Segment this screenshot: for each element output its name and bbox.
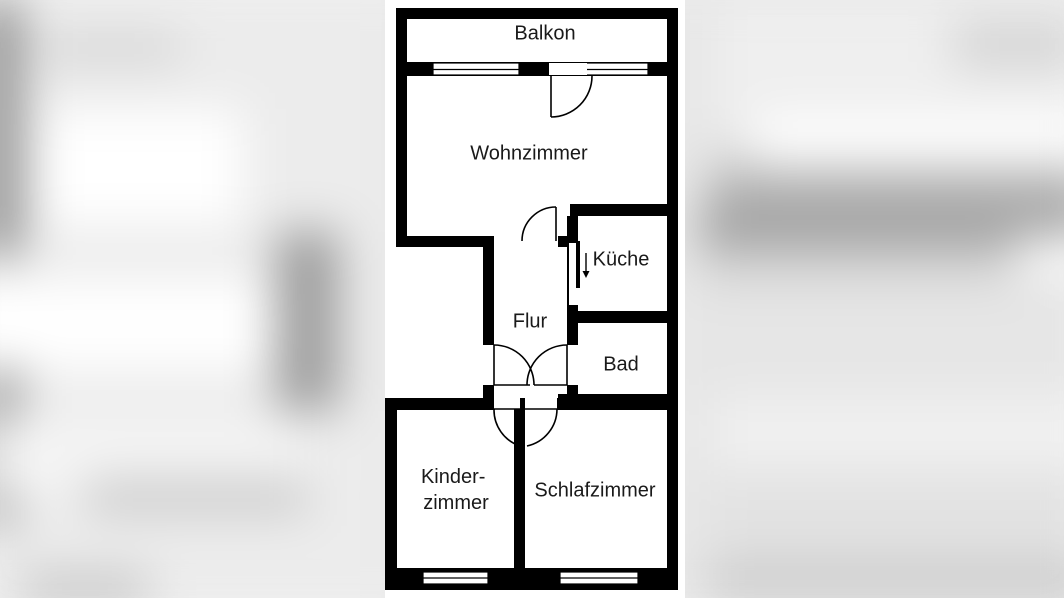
room-label-bad: Bad bbox=[603, 353, 639, 375]
background-block bbox=[752, 117, 1064, 178]
background-block bbox=[953, 24, 1064, 67]
room-label-wohnzimmer: Wohnzimmer bbox=[470, 142, 588, 164]
wall-balkon-right bbox=[667, 8, 678, 70]
door-flur-south-right[interactable] bbox=[525, 398, 558, 447]
background-block bbox=[0, 278, 318, 371]
opening-balkon-door bbox=[549, 63, 587, 75]
background-block bbox=[731, 480, 1064, 544]
wall-flur-stub-right bbox=[557, 398, 569, 410]
door-flur-to-bad[interactable] bbox=[526, 344, 578, 386]
plan-room-labels: Balkon Wohnzimmer Küche Flur Bad Kinder-… bbox=[421, 22, 656, 514]
background-block bbox=[710, 167, 1064, 210]
room-label-kueche: Küche bbox=[593, 248, 650, 270]
room-label-flur: Flur bbox=[513, 310, 548, 332]
wall-flur-left-lower bbox=[483, 384, 494, 406]
window-schlafzimmer bbox=[559, 571, 639, 585]
background-block bbox=[0, 1, 22, 256]
room-label-kinderzimmer: Kinder- zimmer bbox=[421, 466, 491, 514]
wall-south-block-top-right bbox=[567, 398, 678, 410]
door-flur-to-kinderzimmer[interactable] bbox=[483, 344, 535, 386]
window-balkon-left bbox=[432, 62, 520, 76]
wall-flur-left bbox=[483, 247, 494, 345]
background-block bbox=[699, 247, 1018, 284]
background-block bbox=[42, 37, 181, 61]
plan-doors bbox=[483, 75, 593, 447]
plan-paper bbox=[385, 0, 685, 598]
wall-wohnzimmer-bottom bbox=[396, 236, 494, 247]
room-label-kinderzimmer-line2: zimmer bbox=[423, 492, 489, 514]
background-block bbox=[21, 575, 149, 598]
wall-south-block-left bbox=[385, 398, 397, 590]
room-label-balkon: Balkon bbox=[514, 22, 575, 44]
background-block bbox=[699, 300, 1064, 385]
wall-balkon-top bbox=[396, 8, 678, 19]
wall-south-block-top-left bbox=[385, 398, 494, 410]
wall-south-block-right bbox=[667, 398, 678, 590]
background-block bbox=[1017, 236, 1064, 273]
window-balkon-right bbox=[585, 62, 649, 76]
wall-flur-right-lower bbox=[567, 384, 578, 406]
background-block bbox=[710, 559, 1064, 598]
wall-kueche-top bbox=[570, 204, 678, 216]
room-label-schlafzimmer: Schlafzimmer bbox=[534, 479, 655, 501]
wall-bad-right bbox=[667, 311, 678, 405]
wall-kueche-right bbox=[667, 204, 678, 322]
window-kinderzimmer bbox=[422, 571, 489, 585]
wall-kinder-schlaf-divider bbox=[514, 398, 525, 570]
door-wohnzimmer-to-flur[interactable] bbox=[521, 206, 558, 247]
background-block bbox=[42, 109, 244, 226]
room-label-kinderzimmer-line1: Kinder- bbox=[421, 466, 485, 488]
background-block bbox=[710, 395, 1064, 470]
wall-kueche-bottom bbox=[570, 311, 678, 323]
background-block bbox=[699, 209, 1064, 253]
wall-wohnzimmer-left bbox=[396, 62, 407, 247]
background-block bbox=[84, 480, 308, 513]
wall-wohnzimmer-right bbox=[667, 62, 678, 207]
door-kueche-sliding[interactable] bbox=[569, 241, 590, 305]
wall-balkon-left bbox=[396, 8, 407, 70]
door-flur-south-left[interactable] bbox=[493, 398, 521, 447]
plan-windows bbox=[422, 62, 649, 585]
background-block bbox=[275, 231, 340, 412]
door-balkon-to-wohnzimmer[interactable] bbox=[550, 75, 593, 118]
wall-flur-stub-left bbox=[483, 398, 495, 410]
sliding-door-panel bbox=[576, 241, 580, 288]
